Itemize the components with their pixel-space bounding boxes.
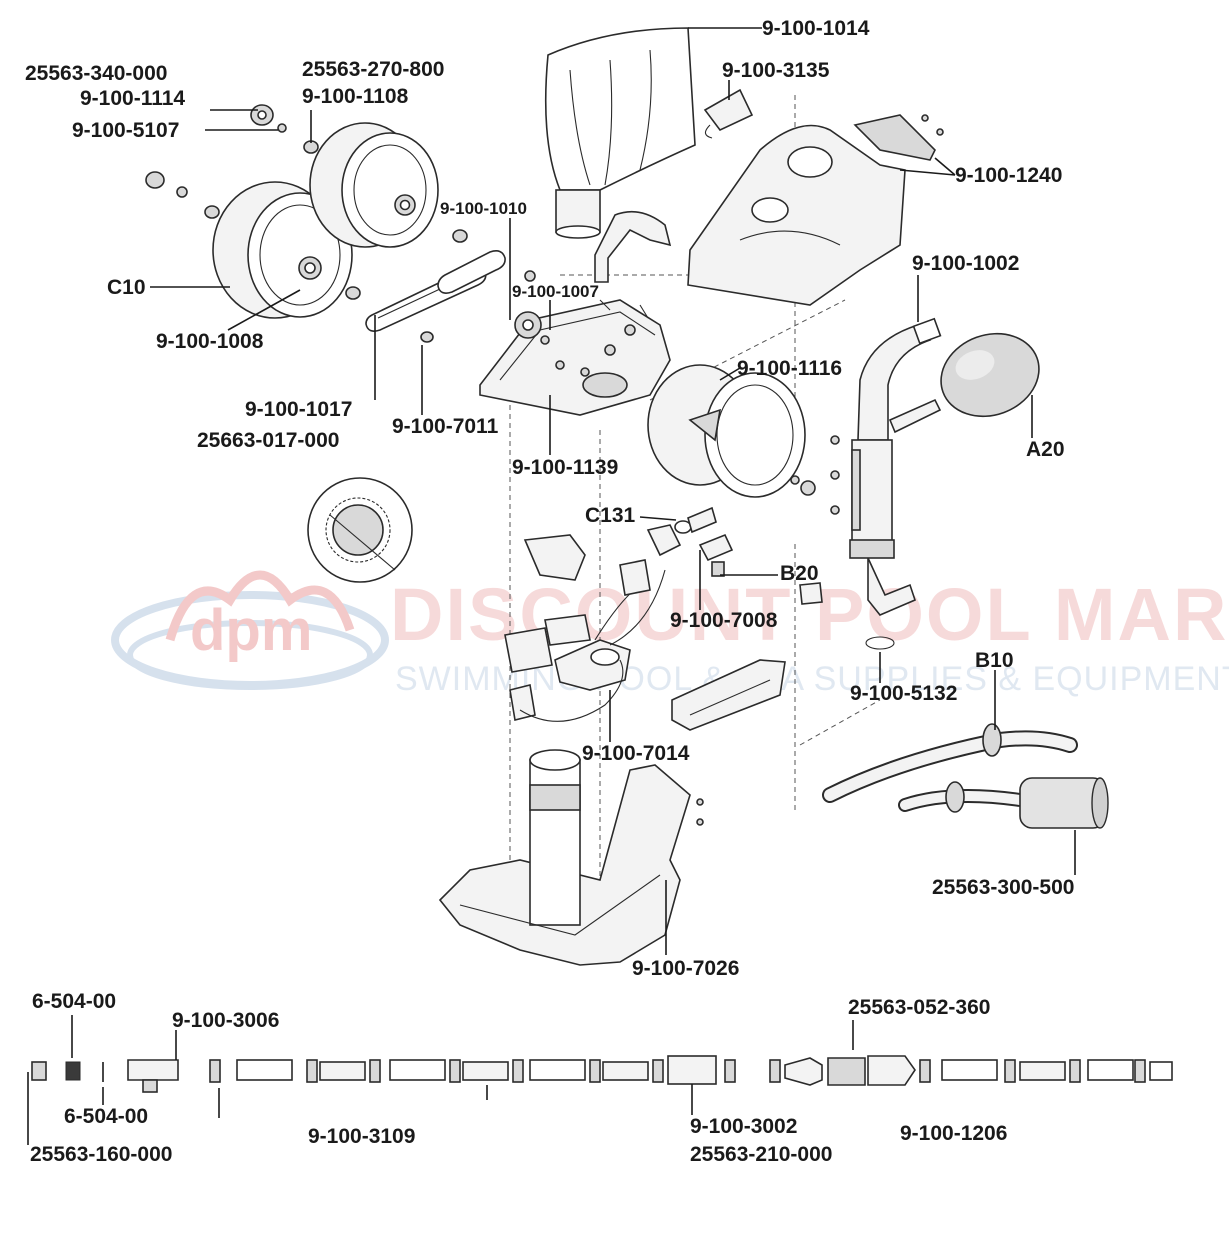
- elbow-9-100-1002: [830, 317, 942, 616]
- chassis-9-100-1139: [479, 299, 671, 416]
- label-25563-052-360: 25563-052-360: [848, 996, 990, 1019]
- watermark-logo: dpm: [111, 570, 389, 690]
- label-6-504-00-bottom: 6-504-00: [64, 1105, 148, 1128]
- label-9-100-1240: 9-100-1240: [955, 164, 1062, 187]
- skirt-shield-tray: [671, 659, 786, 731]
- label-9-100-1139: 9-100-1139: [512, 456, 618, 479]
- hose-b10: [822, 723, 1078, 803]
- label-9-100-7026: 9-100-7026: [632, 957, 739, 980]
- label-9-100-3002: 9-100-3002: [690, 1115, 797, 1138]
- label-9-100-7008: 9-100-7008: [670, 609, 778, 632]
- label-9-100-1002: 9-100-1002: [912, 252, 1019, 275]
- label-9-100-1014: 9-100-1014: [762, 17, 870, 40]
- label-9-100-1108: 9-100-1108: [302, 85, 409, 108]
- label-a20: A20: [1026, 438, 1065, 461]
- label-25663-017-000: 25663-017-000: [197, 429, 339, 452]
- label-9-100-3109: 9-100-3109: [308, 1125, 415, 1148]
- handle-9-100-1010: [594, 210, 672, 283]
- wheel-c10: [212, 181, 353, 319]
- label-6-504-00-top: 6-504-00: [32, 990, 116, 1013]
- top-cover-9-100-1240: [687, 114, 944, 306]
- diaphragm-a20: [940, 332, 1040, 418]
- label-c10: C10: [107, 276, 146, 299]
- bearings-top-left: [145, 104, 536, 343]
- bottom-housing-9-100-7026: [438, 749, 704, 966]
- o-ring-9-100-5132: [865, 636, 895, 650]
- label-9-100-1116: 9-100-1116: [737, 357, 842, 380]
- label-25563-270-800: 25563-270-800: [302, 58, 444, 81]
- label-b10: B10: [975, 649, 1014, 672]
- bag-9-100-1014: [544, 27, 696, 239]
- label-9-100-7014: 9-100-7014: [582, 742, 690, 765]
- wheel-9-100-1116: [647, 364, 816, 498]
- leader-lines: [27, 27, 1076, 1145]
- label-9-100-3135: 9-100-3135: [722, 59, 830, 82]
- label-b20: B20: [780, 562, 819, 585]
- label-9-100-7011: 9-100-7011: [392, 415, 499, 438]
- watermark: dpm DISCOUNT POOL MART SWIMMING POOL & S…: [111, 570, 1229, 698]
- label-25563-210-000: 25563-210-000: [690, 1143, 832, 1166]
- turbine-assembly: [504, 506, 823, 722]
- label-9-100-1010: 9-100-1010: [440, 199, 527, 218]
- label-9-100-1114: 9-100-1114: [80, 87, 185, 110]
- label-9-100-1008: 9-100-1008: [156, 330, 264, 353]
- drive-belts: [365, 250, 506, 332]
- label-9-100-1017: 9-100-1017: [245, 398, 352, 421]
- label-9-100-5107: 9-100-5107: [72, 119, 179, 142]
- label-9-100-1007: 9-100-1007: [512, 282, 599, 301]
- label-9-100-5132: 9-100-5132: [850, 682, 957, 705]
- label-25563-160-000: 25563-160-000: [30, 1143, 172, 1166]
- label-9-100-3006: 9-100-3006: [172, 1009, 279, 1032]
- gear-detail-inset: [307, 477, 413, 583]
- hose-row: [31, 1055, 1173, 1093]
- label-9-100-1206: 9-100-1206: [900, 1122, 1007, 1145]
- svg-text:dpm: dpm: [190, 598, 312, 663]
- label-25563-300-500: 25563-300-500: [932, 876, 1074, 899]
- wheel-9-100-1008: [309, 122, 439, 248]
- weight-25563-300-500: [898, 777, 1109, 829]
- part-labels: 25563-340-000 9-100-1114 9-100-5107 2556…: [25, 17, 1074, 1166]
- label-c131: C131: [585, 504, 636, 527]
- label-25563-340-000: 25563-340-000: [25, 62, 167, 85]
